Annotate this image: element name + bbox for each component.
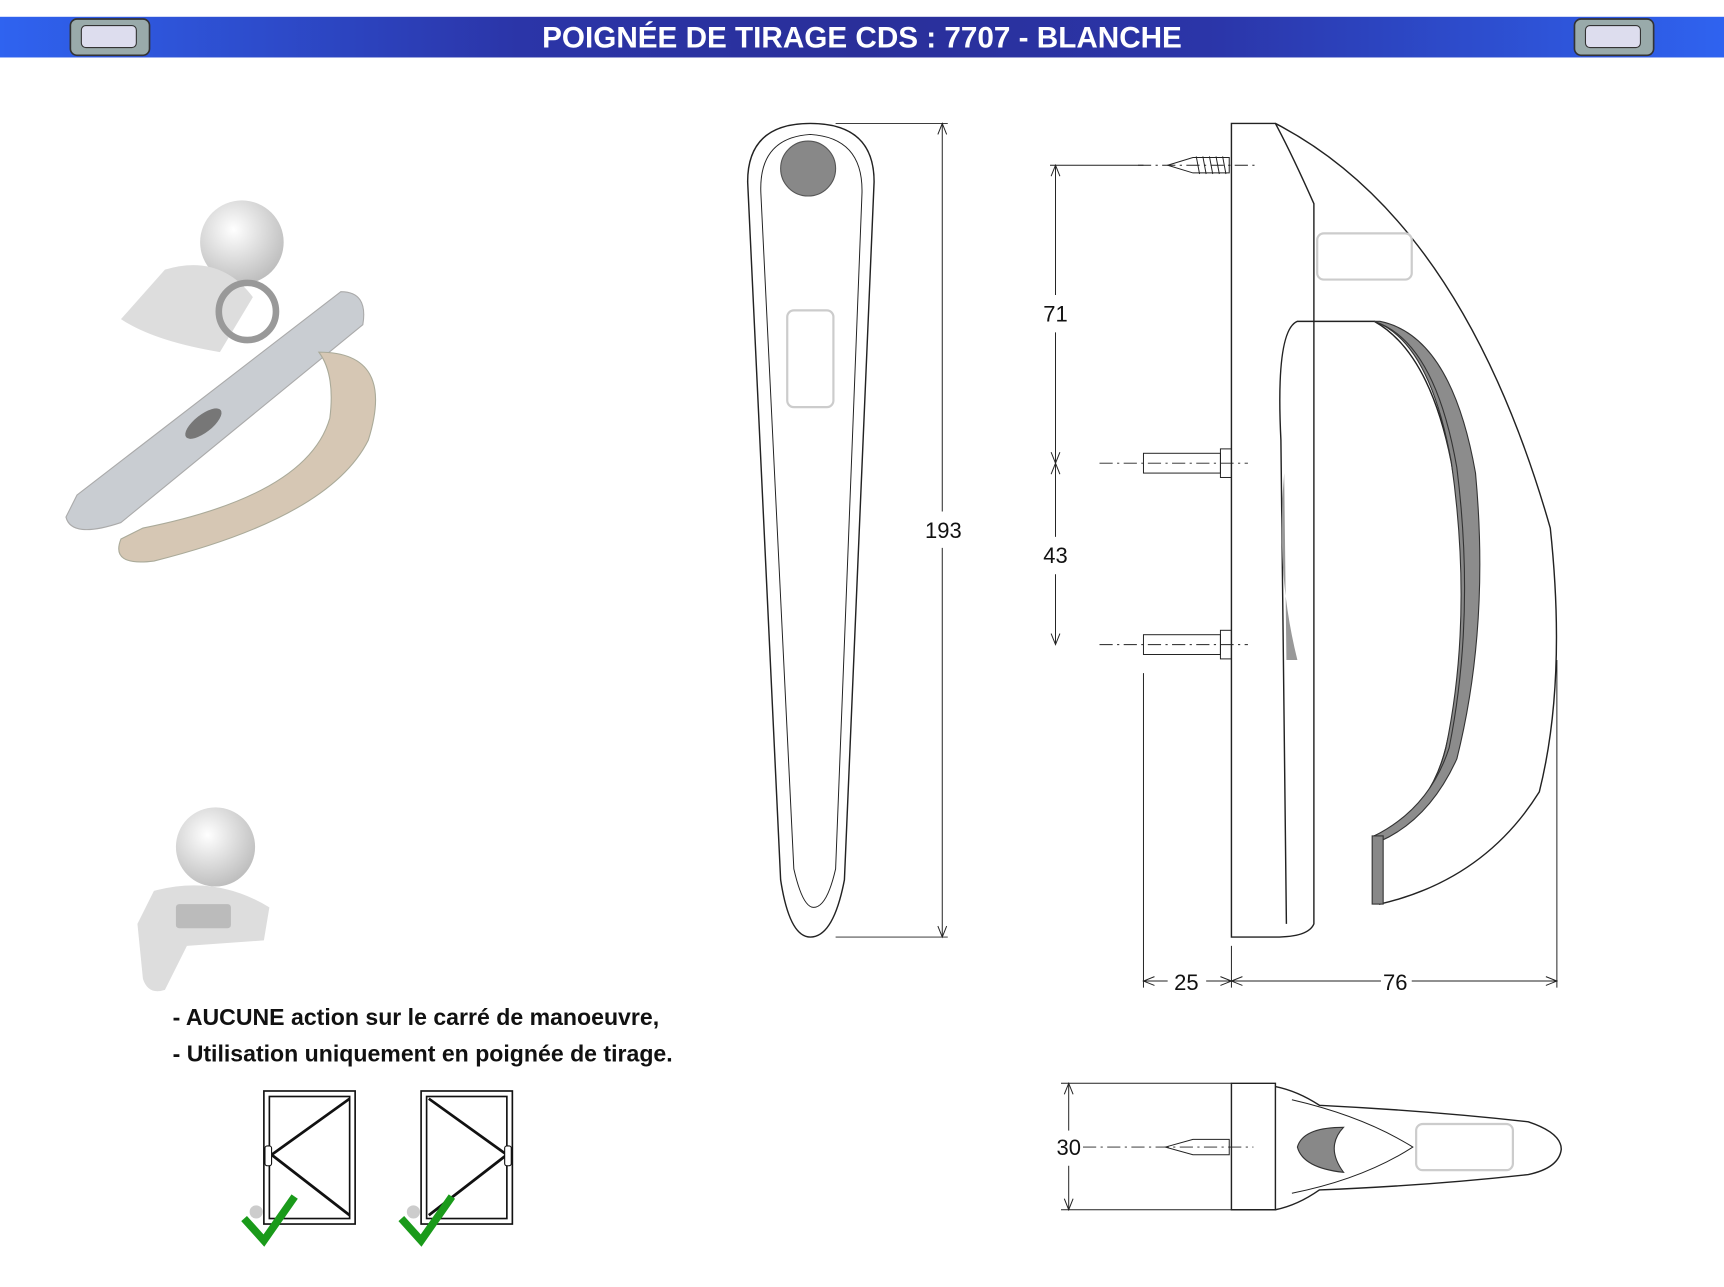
- window-left-hinge-ok: [241, 1090, 356, 1247]
- dim-handle-depth: 76: [1383, 970, 1407, 995]
- window-right-hinge-ok: [398, 1090, 514, 1247]
- dim-top-spacing: 71: [1043, 301, 1067, 326]
- brand-logo-right: [1573, 18, 1655, 57]
- page-title: POIGNÉE DE TIRAGE CDS : 7707 - BLANCHE: [542, 21, 1182, 55]
- side-view-drawing: 71 43 25 76: [1043, 122, 1559, 995]
- figure-inspecting-handle: [65, 200, 377, 563]
- header-bar: POIGNÉE DE TIRAGE CDS : 7707 - BLANCHE: [0, 16, 1724, 58]
- note-line-2: - Utilisation uniquement en poignée de t…: [173, 1040, 673, 1066]
- dim-base-depth: 25: [1174, 970, 1198, 995]
- figure-pointing: [137, 807, 270, 992]
- dim-bottom-width: 30: [1056, 1135, 1080, 1160]
- dim-screw-spacing: 43: [1043, 543, 1067, 568]
- dim-front-height: 193: [925, 518, 962, 543]
- brand-logo-left: [69, 18, 151, 57]
- note-line-1: - AUCUNE action sur le carré de manoeuvr…: [173, 1004, 660, 1030]
- check-icon: [398, 1194, 456, 1247]
- front-view-drawing: 193: [746, 122, 962, 939]
- bottom-view-drawing: 30: [1056, 1081, 1562, 1212]
- check-icon: [241, 1194, 298, 1247]
